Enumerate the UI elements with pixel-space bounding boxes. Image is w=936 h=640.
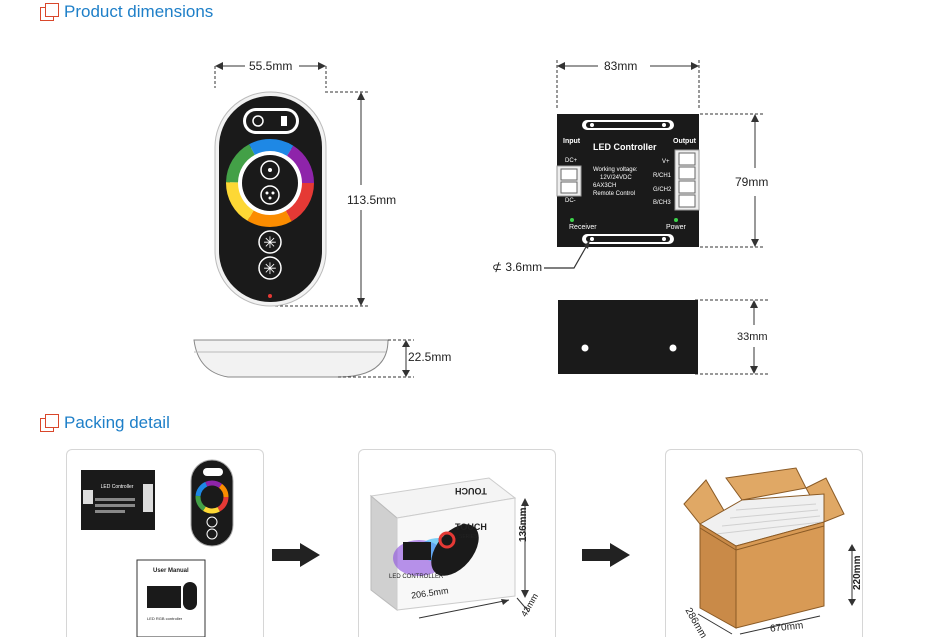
controller-height-label: 79mm: [735, 175, 769, 189]
carton-height-label: 220mm: [852, 555, 863, 590]
section-icon: [40, 414, 59, 432]
manual-caption: LED RGB controller: [147, 616, 183, 621]
packing-panel-contents: LED Controller User Manual LED RGB contr…: [66, 449, 264, 637]
remote-front-drawing: ✳ ✳: [214, 62, 370, 307]
giftbox-side-text: LED CONTROLLER: [389, 574, 444, 580]
section-icon: [40, 3, 59, 21]
contents-drawing: LED Controller: [81, 459, 234, 637]
packing-panel-carton: 220mm 670mm 286mm: [665, 449, 863, 640]
remote-height-label: 113.5mm: [347, 193, 397, 207]
controller-spec-3: Remote Control: [593, 191, 636, 197]
arrow-icon: [582, 543, 630, 567]
controller-receiver-label: Receiver: [569, 224, 597, 231]
arrow-icon: [272, 543, 320, 567]
svg-text:✳: ✳: [263, 261, 276, 278]
manual-title: User Manual: [153, 568, 189, 574]
controller-input-label: Input: [563, 138, 581, 145]
giftbox-drawing: [369, 477, 530, 619]
section-title-product-dimensions: Product dimensions: [40, 2, 213, 22]
packing-panel-giftbox: TOUCH SERIES TOUCH LED CONTROLLER 136mm …: [358, 449, 556, 637]
controller-power-label: Power: [666, 224, 686, 231]
section-title-text: Product dimensions: [64, 2, 214, 21]
controller-dc-plus: DC+: [565, 158, 578, 164]
svg-text:✳: ✳: [263, 235, 276, 252]
controller-width-label: 83mm: [604, 59, 638, 73]
controller-side-drawing: [558, 299, 770, 375]
giftbox-top-brand: TOUCH: [455, 486, 487, 496]
controller-output-label: Output: [673, 138, 696, 145]
controller-out-b: B/CH3: [653, 200, 671, 206]
giftbox-brand: TOUCH: [455, 522, 487, 532]
controller-out-g: G/CH2: [653, 187, 672, 193]
controller-dc-minus: DC-: [565, 198, 576, 204]
controller-depth-label: 33mm: [737, 331, 768, 343]
section-title-packing-detail: Packing detail: [40, 413, 170, 433]
svg-text:LED Controller: LED Controller: [101, 484, 134, 490]
controller-out-v: V+: [662, 159, 670, 165]
controller-hole-label: ⊄ 3.6mm: [492, 260, 542, 274]
remote-side-drawing: [193, 339, 414, 378]
controller-title: LED Controller: [593, 142, 657, 152]
diameter-icon: ⊄: [492, 260, 503, 274]
giftbox-height-label: 136mm: [518, 507, 529, 542]
controller-spec-1b: 12V/24VDC: [600, 175, 632, 181]
section-title-text: Packing detail: [64, 413, 170, 432]
controller-front-drawing: [544, 60, 765, 269]
controller-spec-2: 6AX3CH: [593, 183, 617, 189]
controller-out-r: R/CH1: [653, 173, 672, 179]
giftbox-series: SERIES: [459, 534, 478, 540]
controller-spec-1: Working voltage:: [593, 167, 638, 173]
controller-hole-value: 3.6mm: [505, 260, 543, 274]
carton-drawing: [683, 467, 856, 635]
remote-thickness-label: 22.5mm: [408, 350, 452, 364]
remote-width-label: 55.5mm: [249, 59, 293, 73]
